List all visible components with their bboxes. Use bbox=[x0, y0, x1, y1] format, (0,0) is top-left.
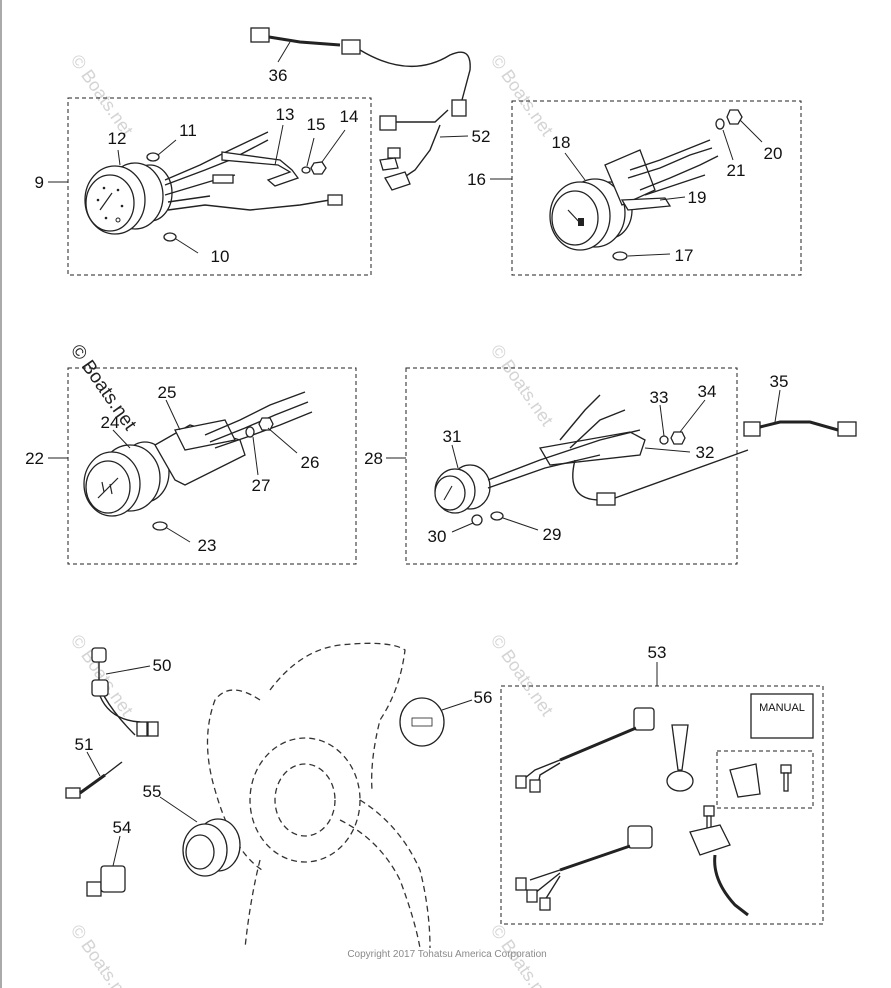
callout-14: 14 bbox=[340, 107, 359, 126]
manual-box: MANUAL bbox=[750, 693, 814, 739]
group-box-22 bbox=[67, 367, 357, 565]
callout-35: 35 bbox=[770, 372, 789, 391]
washer-15 bbox=[301, 166, 311, 174]
nut-20 bbox=[726, 109, 743, 125]
harness-35 bbox=[743, 420, 857, 437]
harness-36 bbox=[250, 27, 471, 117]
gauge-12-wires bbox=[164, 131, 343, 211]
bracket-13 bbox=[221, 151, 300, 187]
gauge-18 bbox=[549, 178, 633, 251]
manual-label: MANUAL bbox=[759, 702, 805, 714]
nut-26 bbox=[258, 417, 274, 431]
washer-21 bbox=[715, 118, 725, 130]
callout-24: 24 bbox=[101, 413, 120, 432]
bulb-17 bbox=[612, 251, 628, 261]
callout-52: 52 bbox=[472, 127, 491, 146]
callout-13: 13 bbox=[276, 105, 295, 124]
group-box-53-sub bbox=[716, 750, 814, 809]
callout-28: 28 bbox=[364, 449, 383, 468]
group-box-28 bbox=[405, 367, 738, 565]
watermark: © Boats.net bbox=[487, 51, 557, 140]
gauge-31-wires bbox=[487, 394, 749, 506]
bulb-23 bbox=[152, 521, 168, 531]
propeller-outline bbox=[206, 642, 431, 949]
callout-18: 18 bbox=[552, 133, 571, 152]
callout-16: 16 bbox=[467, 170, 486, 189]
bulb-29 bbox=[490, 511, 504, 521]
callout-56: 56 bbox=[474, 688, 493, 707]
bracket-53-sub bbox=[729, 763, 792, 798]
callout-36: 36 bbox=[269, 66, 288, 85]
callout-50: 50 bbox=[153, 656, 172, 675]
callout-labels: 9 10 11 12 13 14 15 16 17 18 19 20 21 22… bbox=[25, 66, 788, 837]
bulb-10 bbox=[163, 232, 177, 242]
callout-55: 55 bbox=[143, 782, 162, 801]
washer-33 bbox=[659, 435, 669, 445]
harness-52 bbox=[379, 109, 449, 191]
part-54 bbox=[86, 865, 126, 897]
callout-27: 27 bbox=[252, 476, 271, 495]
nut-14 bbox=[310, 161, 327, 175]
group-box-9 bbox=[67, 97, 372, 276]
watermark: © Boats.net bbox=[67, 51, 137, 140]
part-51 bbox=[65, 761, 123, 799]
part-56 bbox=[399, 697, 445, 747]
watermark: © Boats.net bbox=[67, 921, 137, 988]
copyright-text: Copyright 2017 Tohatsu America Corporati… bbox=[347, 949, 546, 960]
callout-19: 19 bbox=[688, 188, 707, 207]
callout-53: 53 bbox=[648, 643, 667, 662]
callout-20: 20 bbox=[764, 144, 783, 163]
leader-lines bbox=[48, 41, 781, 867]
callout-30: 30 bbox=[428, 527, 447, 546]
callout-23: 23 bbox=[198, 536, 217, 555]
harness-53-upper bbox=[515, 707, 655, 793]
group-box-53 bbox=[500, 685, 824, 925]
sensor-53 bbox=[666, 724, 694, 792]
callout-54: 54 bbox=[113, 818, 132, 837]
switch-53 bbox=[689, 805, 749, 917]
callout-34: 34 bbox=[698, 382, 717, 401]
gauge-24 bbox=[83, 441, 170, 517]
bulb-11 bbox=[146, 152, 160, 162]
callout-22: 22 bbox=[25, 449, 44, 468]
nut-34 bbox=[670, 431, 686, 445]
callout-25: 25 bbox=[158, 383, 177, 402]
callout-51: 51 bbox=[75, 735, 94, 754]
part-55 bbox=[182, 818, 241, 877]
callout-15: 15 bbox=[307, 115, 326, 134]
gauge-31 bbox=[434, 464, 491, 514]
gauge-12 bbox=[84, 162, 173, 235]
gauge-18-wires bbox=[627, 139, 719, 196]
callout-29: 29 bbox=[543, 525, 562, 544]
callout-17: 17 bbox=[675, 246, 694, 265]
bracket-32 bbox=[538, 431, 646, 466]
callout-31: 31 bbox=[443, 427, 462, 446]
callout-9: 9 bbox=[35, 173, 44, 192]
watermark: © Boats.net bbox=[487, 631, 557, 720]
callout-11: 11 bbox=[179, 121, 197, 140]
bulb-30 bbox=[471, 514, 483, 526]
harness-53-lower bbox=[515, 825, 653, 911]
callout-32: 32 bbox=[696, 443, 715, 462]
part-50 bbox=[91, 647, 159, 737]
callout-12: 12 bbox=[108, 129, 127, 148]
callout-33: 33 bbox=[650, 388, 669, 407]
watermark: © Boats.net bbox=[67, 631, 137, 720]
callout-21: 21 bbox=[727, 161, 746, 180]
callout-10: 10 bbox=[211, 247, 230, 266]
washer-27 bbox=[245, 426, 255, 438]
callout-26: 26 bbox=[301, 453, 320, 472]
watermark: © Boats.net bbox=[487, 341, 557, 430]
